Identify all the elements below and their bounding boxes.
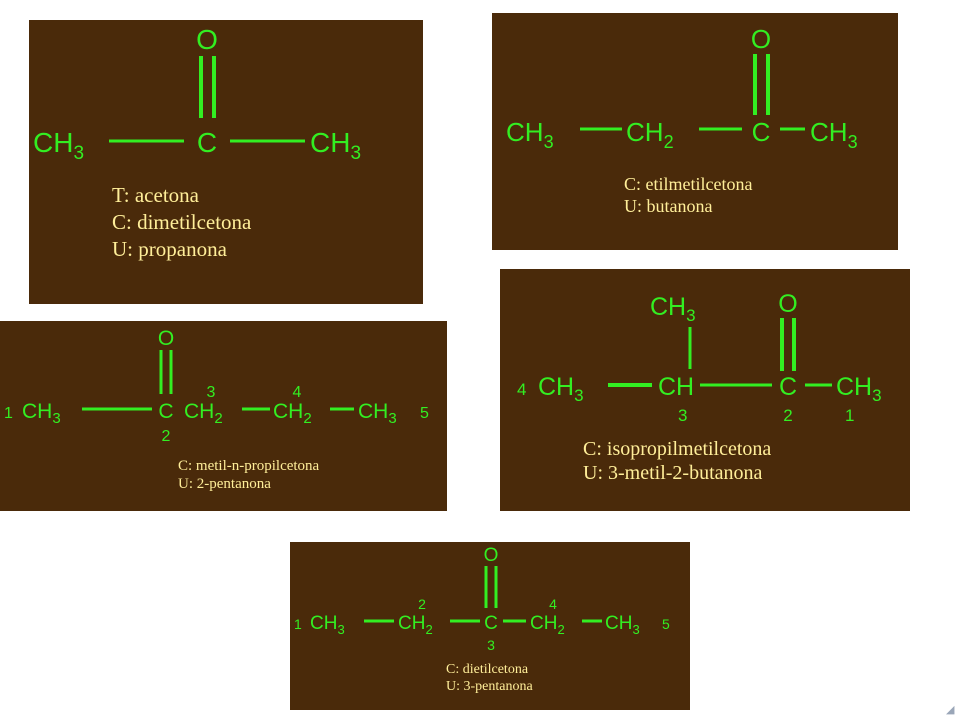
number-3: 3: [487, 637, 495, 653]
number-4: 4: [517, 380, 526, 399]
name-iupac: U: 2-pentanona: [178, 476, 271, 492]
atom-oxygen: O: [778, 290, 797, 318]
number-2: 2: [162, 428, 171, 445]
number-5: 5: [420, 405, 429, 422]
atom-ch3-left: CH3: [33, 127, 84, 164]
panel-2-pentanone: O 1 CH3 C 2 3 CH2 4 CH2 CH3 5 C: metil-n…: [0, 321, 447, 511]
panel-butanone: O CH3 CH2 C CH3 C: etilmetilcetona U: bu…: [492, 13, 898, 250]
name-common: C: etilmetilcetona: [624, 174, 753, 194]
panel-acetone: O CH3 C CH3 T: acetona C: dimetilcetona …: [29, 20, 423, 304]
atom-ch2-2: CH2: [398, 613, 433, 637]
structure-2-pentanone: O 1 CH3 C 2 3 CH2 4 CH2 CH3 5: [4, 327, 429, 445]
atom-ch3-right: CH3: [310, 127, 361, 164]
number-1: 1: [845, 406, 854, 425]
atom-ch3-5: CH3: [358, 400, 397, 427]
atom-oxygen: O: [158, 327, 174, 350]
atom-carbonyl-carbon: C: [197, 127, 217, 158]
atom-carbonyl-carbon: C: [484, 613, 498, 634]
structure-acetone: O CH3 C CH3: [33, 24, 361, 164]
structure-butanone: O CH3 CH2 C CH3: [506, 24, 858, 152]
number-2: 2: [418, 596, 426, 612]
slide-corner-icon[interactable]: ◢: [946, 703, 955, 716]
name-trivial: T: acetona: [112, 183, 199, 207]
name-iupac: U: 3-metil-2-butanona: [583, 462, 763, 484]
atom-ch3-1: CH3: [310, 613, 345, 637]
atom-ch3-4: CH3: [810, 117, 858, 152]
number-3: 3: [207, 384, 216, 401]
atom-ch2-4: CH2: [273, 400, 312, 427]
atom-carbonyl-carbon: C: [158, 400, 173, 423]
atom-ch-3: CH: [658, 373, 694, 401]
number-5: 5: [662, 616, 670, 632]
atom-ch2-3: CH2: [184, 400, 223, 427]
atom-carbonyl-carbon: C: [752, 117, 771, 147]
names-3-methyl-2-butanone: C: isopropilmetilcetona U: 3-metil-2-but…: [583, 437, 771, 485]
atom-ch3-1: CH3: [506, 117, 554, 152]
atom-carbonyl-carbon: C: [779, 373, 797, 401]
number-1: 1: [4, 405, 13, 422]
number-4: 4: [549, 596, 557, 612]
atom-oxygen: O: [751, 24, 771, 54]
names-2-pentanone: C: metil-n-propilcetona U: 2-pentanona: [178, 457, 319, 493]
number-3: 3: [678, 406, 687, 425]
names-3-pentanone: C: dietilcetona U: 3-pentanona: [446, 661, 533, 695]
name-common: C: isopropilmetilcetona: [583, 438, 772, 460]
panel-3-pentanone: O 1 CH3 2 CH2 C 3 4 CH2 CH3 5 C: dietilc…: [290, 542, 690, 710]
atom-ch2-2: CH2: [626, 117, 674, 152]
atom-ch3-branch: CH3: [650, 293, 696, 325]
number-2: 2: [783, 406, 792, 425]
atom-oxygen: O: [196, 24, 218, 55]
name-common: C: metil-n-propilcetona: [178, 458, 320, 474]
atom-ch3-4: CH3: [538, 373, 584, 405]
names-butanone: C: etilmetilcetona U: butanona: [624, 173, 752, 217]
name-common: C: dietilcetona: [446, 662, 529, 677]
structure-3-pentanone: O 1 CH3 2 CH2 C 3 4 CH2 CH3 5: [294, 545, 670, 653]
structure-3-methyl-2-butanone: CH3 O 4 CH3 CH 3 C 2 CH3 1: [517, 290, 882, 425]
panel-3-methyl-2-butanone: CH3 O 4 CH3 CH 3 C 2 CH3 1 C: isopropilm…: [500, 269, 910, 511]
atom-ch3-5: CH3: [605, 613, 640, 637]
atom-ch2-4: CH2: [530, 613, 565, 637]
name-iupac: U: 3-pentanona: [446, 679, 533, 694]
atom-oxygen: O: [484, 545, 499, 566]
number-4: 4: [293, 384, 302, 401]
name-iupac: U: propanona: [112, 237, 227, 261]
number-1: 1: [294, 616, 302, 632]
name-common: C: dimetilcetona: [112, 210, 252, 234]
names-acetone: T: acetona C: dimetilcetona U: propanona: [112, 182, 251, 263]
atom-ch3-1: CH3: [22, 400, 61, 427]
name-iupac: U: butanona: [624, 196, 713, 216]
atom-ch3-1: CH3: [836, 373, 882, 405]
